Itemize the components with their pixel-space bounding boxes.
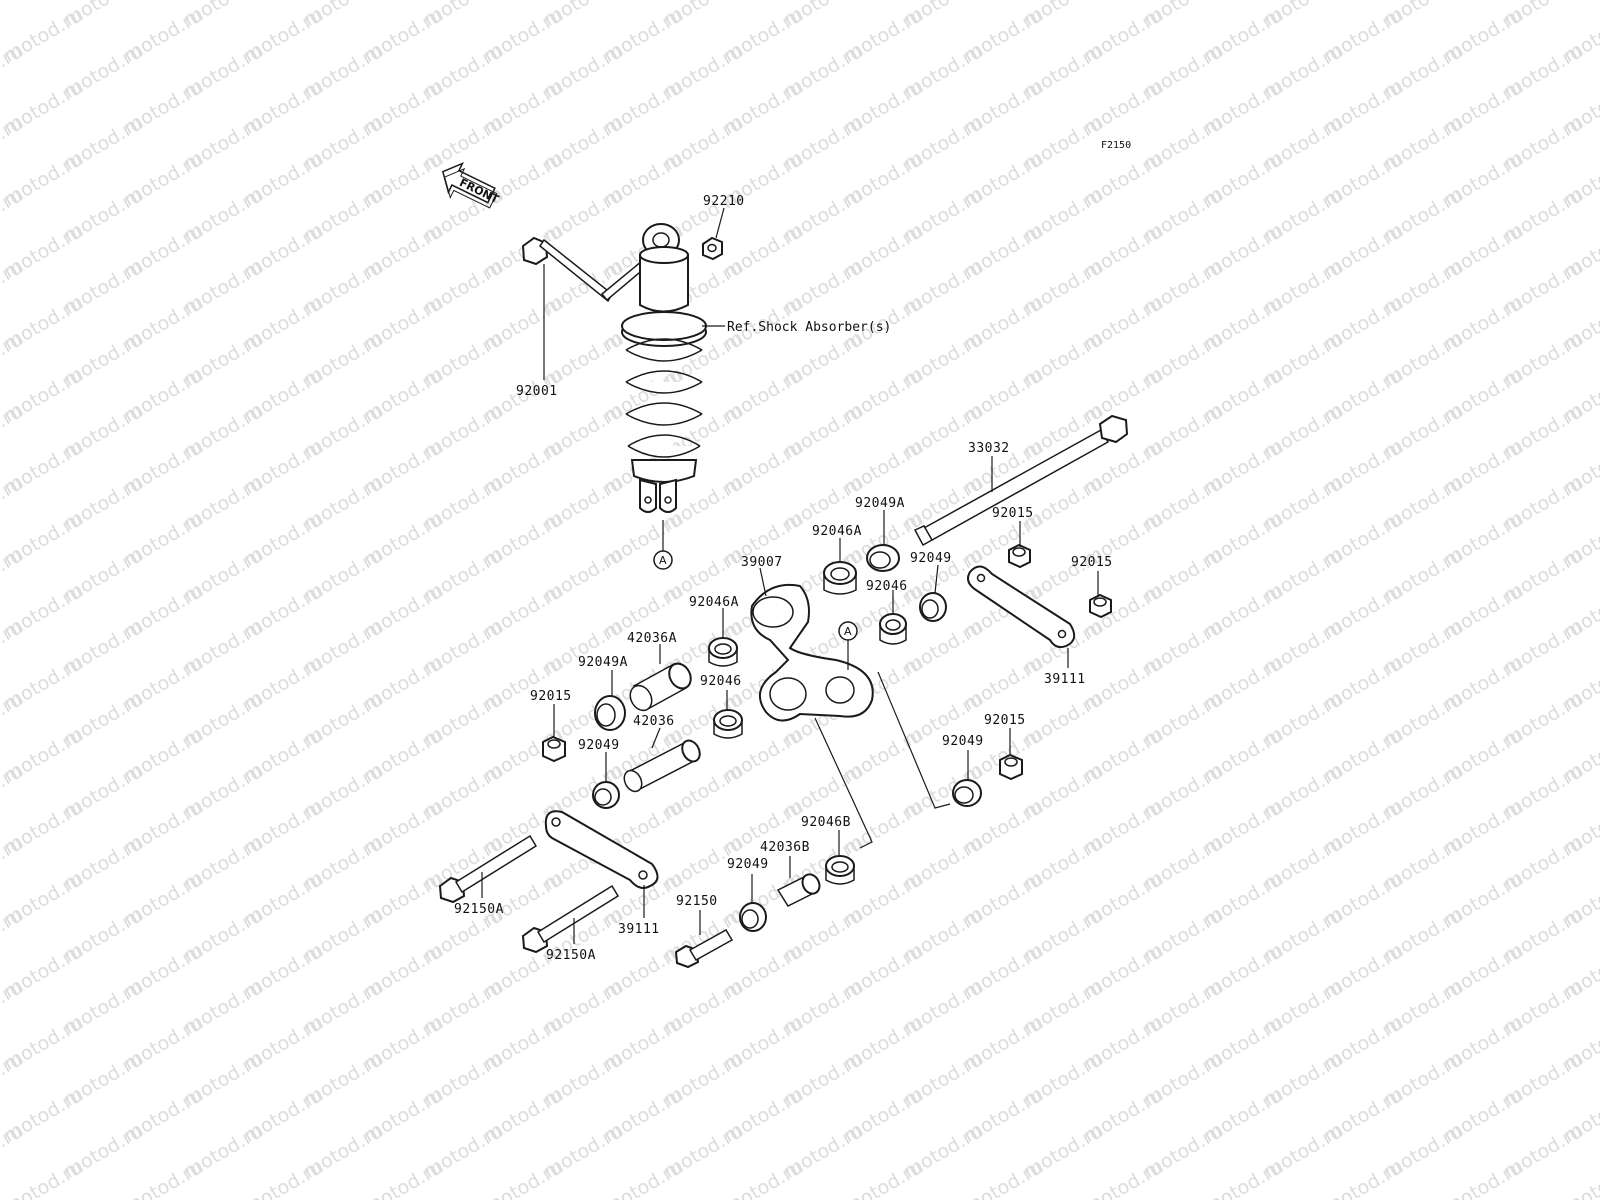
label-92046-right: 92046 <box>866 579 908 594</box>
shaft-33032 <box>913 414 1129 547</box>
label-92049a-left: 92049A <box>578 655 628 670</box>
label-92015-a: 92015 <box>992 506 1034 521</box>
label-92046a-mid: 92046A <box>689 595 739 610</box>
label-92049-top: 92049 <box>910 551 952 566</box>
seal-92049a-left <box>594 695 626 731</box>
label-92049a-top: 92049A <box>855 496 905 511</box>
label-92150a-b: 92150A <box>546 948 596 963</box>
label-42036: 42036 <box>633 714 675 729</box>
label-92150a-a: 92150A <box>454 902 504 917</box>
label-33032: 33032 <box>968 441 1010 456</box>
seal-92049-left <box>592 781 620 809</box>
connector-marker-a-2-label: A <box>844 625 852 638</box>
figure-code: F2150 <box>1101 140 1131 151</box>
label-92015-b: 92015 <box>1071 555 1113 570</box>
connector-marker-a-1 <box>653 550 673 570</box>
sleeve-42036 <box>623 739 701 793</box>
bearing-92046a-top <box>823 561 857 595</box>
seal-92049-bottom <box>739 902 767 932</box>
label-92049-left: 92049 <box>578 738 620 753</box>
nut-92015-b <box>1089 593 1112 619</box>
connector-marker-a-1-label: A <box>659 554 667 567</box>
bearing-92046a-mid <box>708 637 738 667</box>
front-arrow-icon: FRONT <box>441 162 501 209</box>
seal-92049-right <box>952 779 982 807</box>
seal-92049-top <box>919 592 947 622</box>
label-92210: 92210 <box>703 194 745 209</box>
label-92001: 92001 <box>516 384 558 399</box>
bearing-92046-right <box>879 613 907 645</box>
label-92015-c: 92015 <box>530 689 572 704</box>
spring-coils <box>625 338 703 458</box>
label-42036b: 42036B <box>760 840 810 855</box>
link-39111-left <box>544 810 659 889</box>
label-92150: 92150 <box>676 894 718 909</box>
label-39111-right: 39111 <box>1044 672 1086 687</box>
bearing-92046-mid <box>713 709 743 739</box>
bolt-92150a-a <box>438 834 538 904</box>
reference-label-shock-absorber: Ref.Shock Absorber(s) <box>727 320 891 335</box>
rocker-arm-39007 <box>750 584 874 722</box>
label-39111-left: 39111 <box>618 922 660 937</box>
label-92015-d: 92015 <box>984 713 1026 728</box>
label-39007: 39007 <box>741 555 783 570</box>
bolt-92150a-b <box>521 884 620 954</box>
nut-92015-d <box>999 753 1023 781</box>
nut-92015-a <box>1008 543 1031 569</box>
label-92046a-top: 92046A <box>812 524 862 539</box>
bolt-92150 <box>674 928 734 969</box>
label-92049-right: 92049 <box>942 734 984 749</box>
label-92046b: 92046B <box>801 815 851 830</box>
label-92049-bottom: 92049 <box>727 857 769 872</box>
link-39111-right <box>967 565 1076 649</box>
label-92046-mid: 92046 <box>700 674 742 689</box>
bearing-92046b <box>825 855 855 885</box>
nut-92015-c <box>542 735 566 763</box>
sleeve-42036a <box>629 662 692 712</box>
nut-92210 <box>702 236 723 261</box>
sleeve-42036b <box>776 873 821 907</box>
shock-absorber <box>521 223 707 513</box>
label-42036a: 42036A <box>627 631 677 646</box>
seal-92049a-top <box>866 544 900 572</box>
bolt-92001 <box>521 236 653 303</box>
